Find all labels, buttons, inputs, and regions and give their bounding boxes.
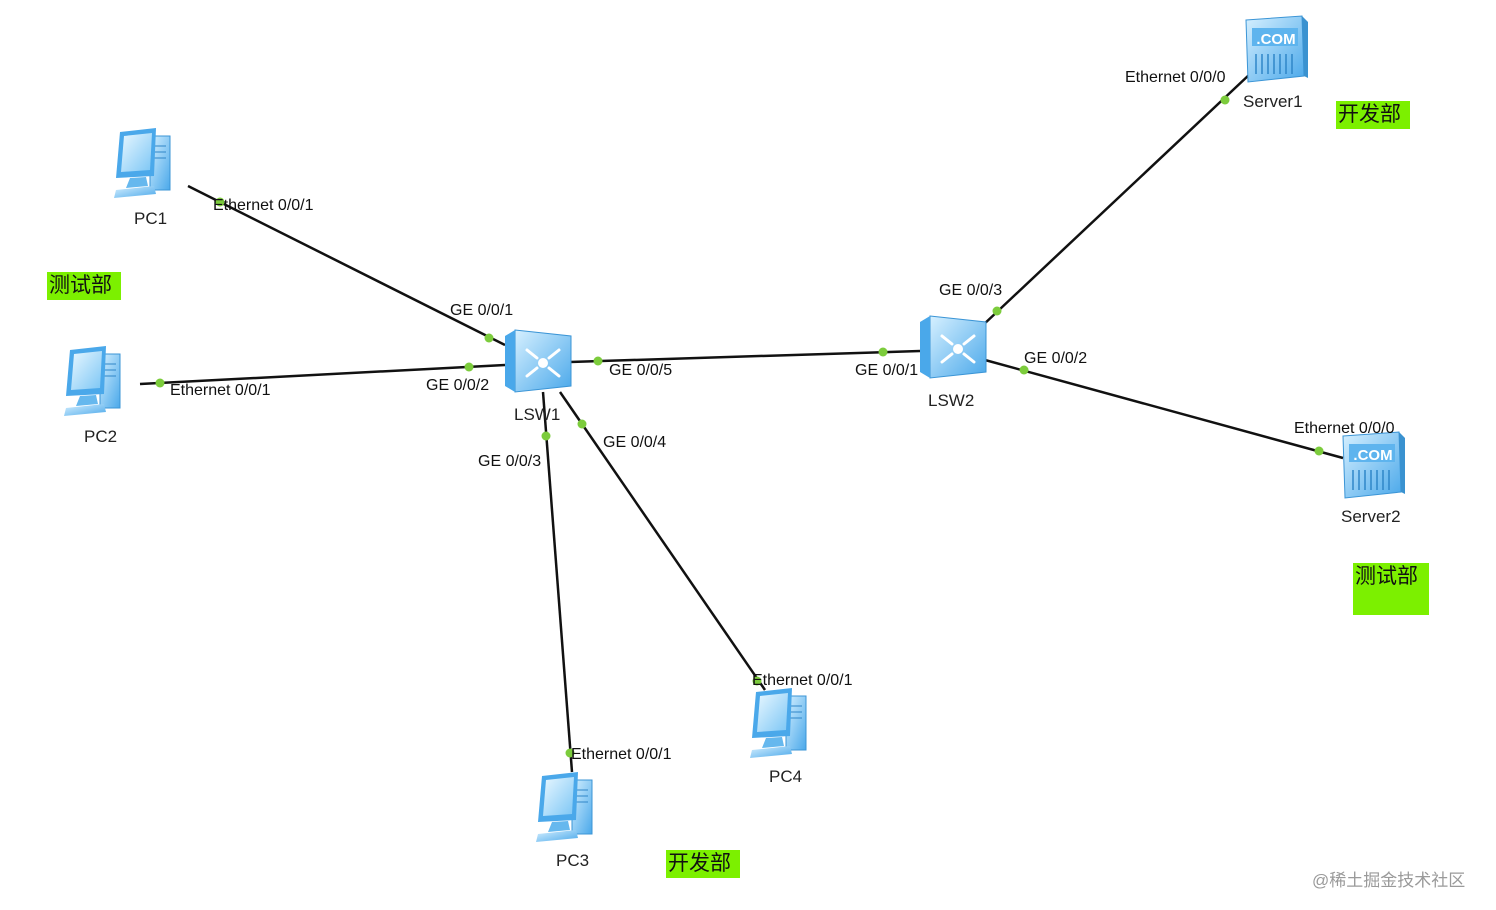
- port-label-lsw2-ge3: GE 0/0/3: [939, 282, 1003, 299]
- pc1-label: PC1: [134, 209, 168, 228]
- link-lsw2-server1[interactable]: [981, 73, 1251, 327]
- port-label-lsw1-ge5: GE 0/0/5: [609, 362, 673, 379]
- port-label-lsw1-ge4: GE 0/0/4: [603, 434, 667, 451]
- pc3-label: PC3: [556, 851, 590, 870]
- port-dot: [1019, 365, 1029, 375]
- port-label-server2-eth: Ethernet 0/0/0: [1294, 420, 1395, 437]
- port-dot: [752, 676, 762, 686]
- port-dot: [593, 356, 603, 366]
- port-label-lsw1-ge3: GE 0/0/3: [478, 453, 542, 470]
- port-dot: [1314, 446, 1324, 456]
- tag-test-left[interactable]: 测试部: [47, 272, 121, 300]
- tag-dev-top[interactable]: 开发部: [1336, 101, 1410, 129]
- pc1-icon[interactable]: [113, 127, 171, 199]
- link-lsw1-pc4[interactable]: [558, 391, 767, 691]
- port-dot: [155, 378, 165, 388]
- port-label-pc4-eth: Ethernet 0/0/1: [752, 672, 853, 689]
- link-pc2-lsw1[interactable]: [139, 363, 506, 386]
- tag-test-right[interactable]: 测试部: [1353, 563, 1429, 615]
- port-label-pc3-eth: Ethernet 0/0/1: [571, 746, 672, 763]
- link-pc1-lsw1[interactable]: [187, 184, 506, 347]
- server2-badge: .COM: [1353, 447, 1392, 464]
- port-dot: [1220, 95, 1230, 105]
- pc3-icon[interactable]: [535, 771, 593, 843]
- port-label-pc2-eth: Ethernet 0/0/1: [170, 382, 271, 399]
- pc2-label: PC2: [84, 427, 118, 446]
- port-dot: [577, 419, 587, 429]
- link-lsw1-pc3[interactable]: [541, 391, 574, 773]
- lsw1-label: LSW1: [514, 405, 561, 424]
- server1-badge: .COM: [1256, 31, 1295, 48]
- watermark: @稀土掘金技术社区: [1312, 871, 1466, 890]
- pc2-icon[interactable]: [63, 345, 121, 417]
- server1-label: Server1: [1243, 92, 1303, 111]
- port-dot: [541, 431, 551, 441]
- port-dot: [215, 197, 225, 207]
- port-dot: [565, 748, 575, 758]
- server1-icon[interactable]: .COM: [1245, 15, 1309, 83]
- port-label-server1-eth: Ethernet 0/0/0: [1125, 69, 1226, 86]
- port-dot: [878, 347, 888, 357]
- port-label-lsw2-ge2: GE 0/0/2: [1024, 350, 1088, 367]
- pc4-label: PC4: [769, 767, 803, 786]
- switch-lsw1-icon[interactable]: [503, 328, 573, 394]
- pc4-icon[interactable]: [749, 687, 807, 759]
- port-dot: [484, 333, 494, 343]
- port-label-lsw1-ge1: GE 0/0/1: [450, 302, 514, 319]
- port-dot: [464, 362, 474, 372]
- port-label-lsw2-ge1: GE 0/0/1: [855, 362, 919, 379]
- server2-icon[interactable]: .COM: [1342, 431, 1406, 499]
- port-dot: [992, 306, 1002, 316]
- server2-label: Server2: [1341, 507, 1401, 526]
- lsw2-label: LSW2: [928, 391, 975, 410]
- link-lsw2-server2[interactable]: [984, 358, 1344, 460]
- port-label-pc1-eth: Ethernet 0/0/1: [213, 197, 314, 214]
- link-lsw1-lsw2[interactable]: [569, 349, 921, 364]
- port-label-lsw1-ge2: GE 0/0/2: [426, 377, 490, 394]
- tag-dev-bottom[interactable]: 开发部: [666, 850, 740, 878]
- switch-lsw2-icon[interactable]: [918, 314, 988, 380]
